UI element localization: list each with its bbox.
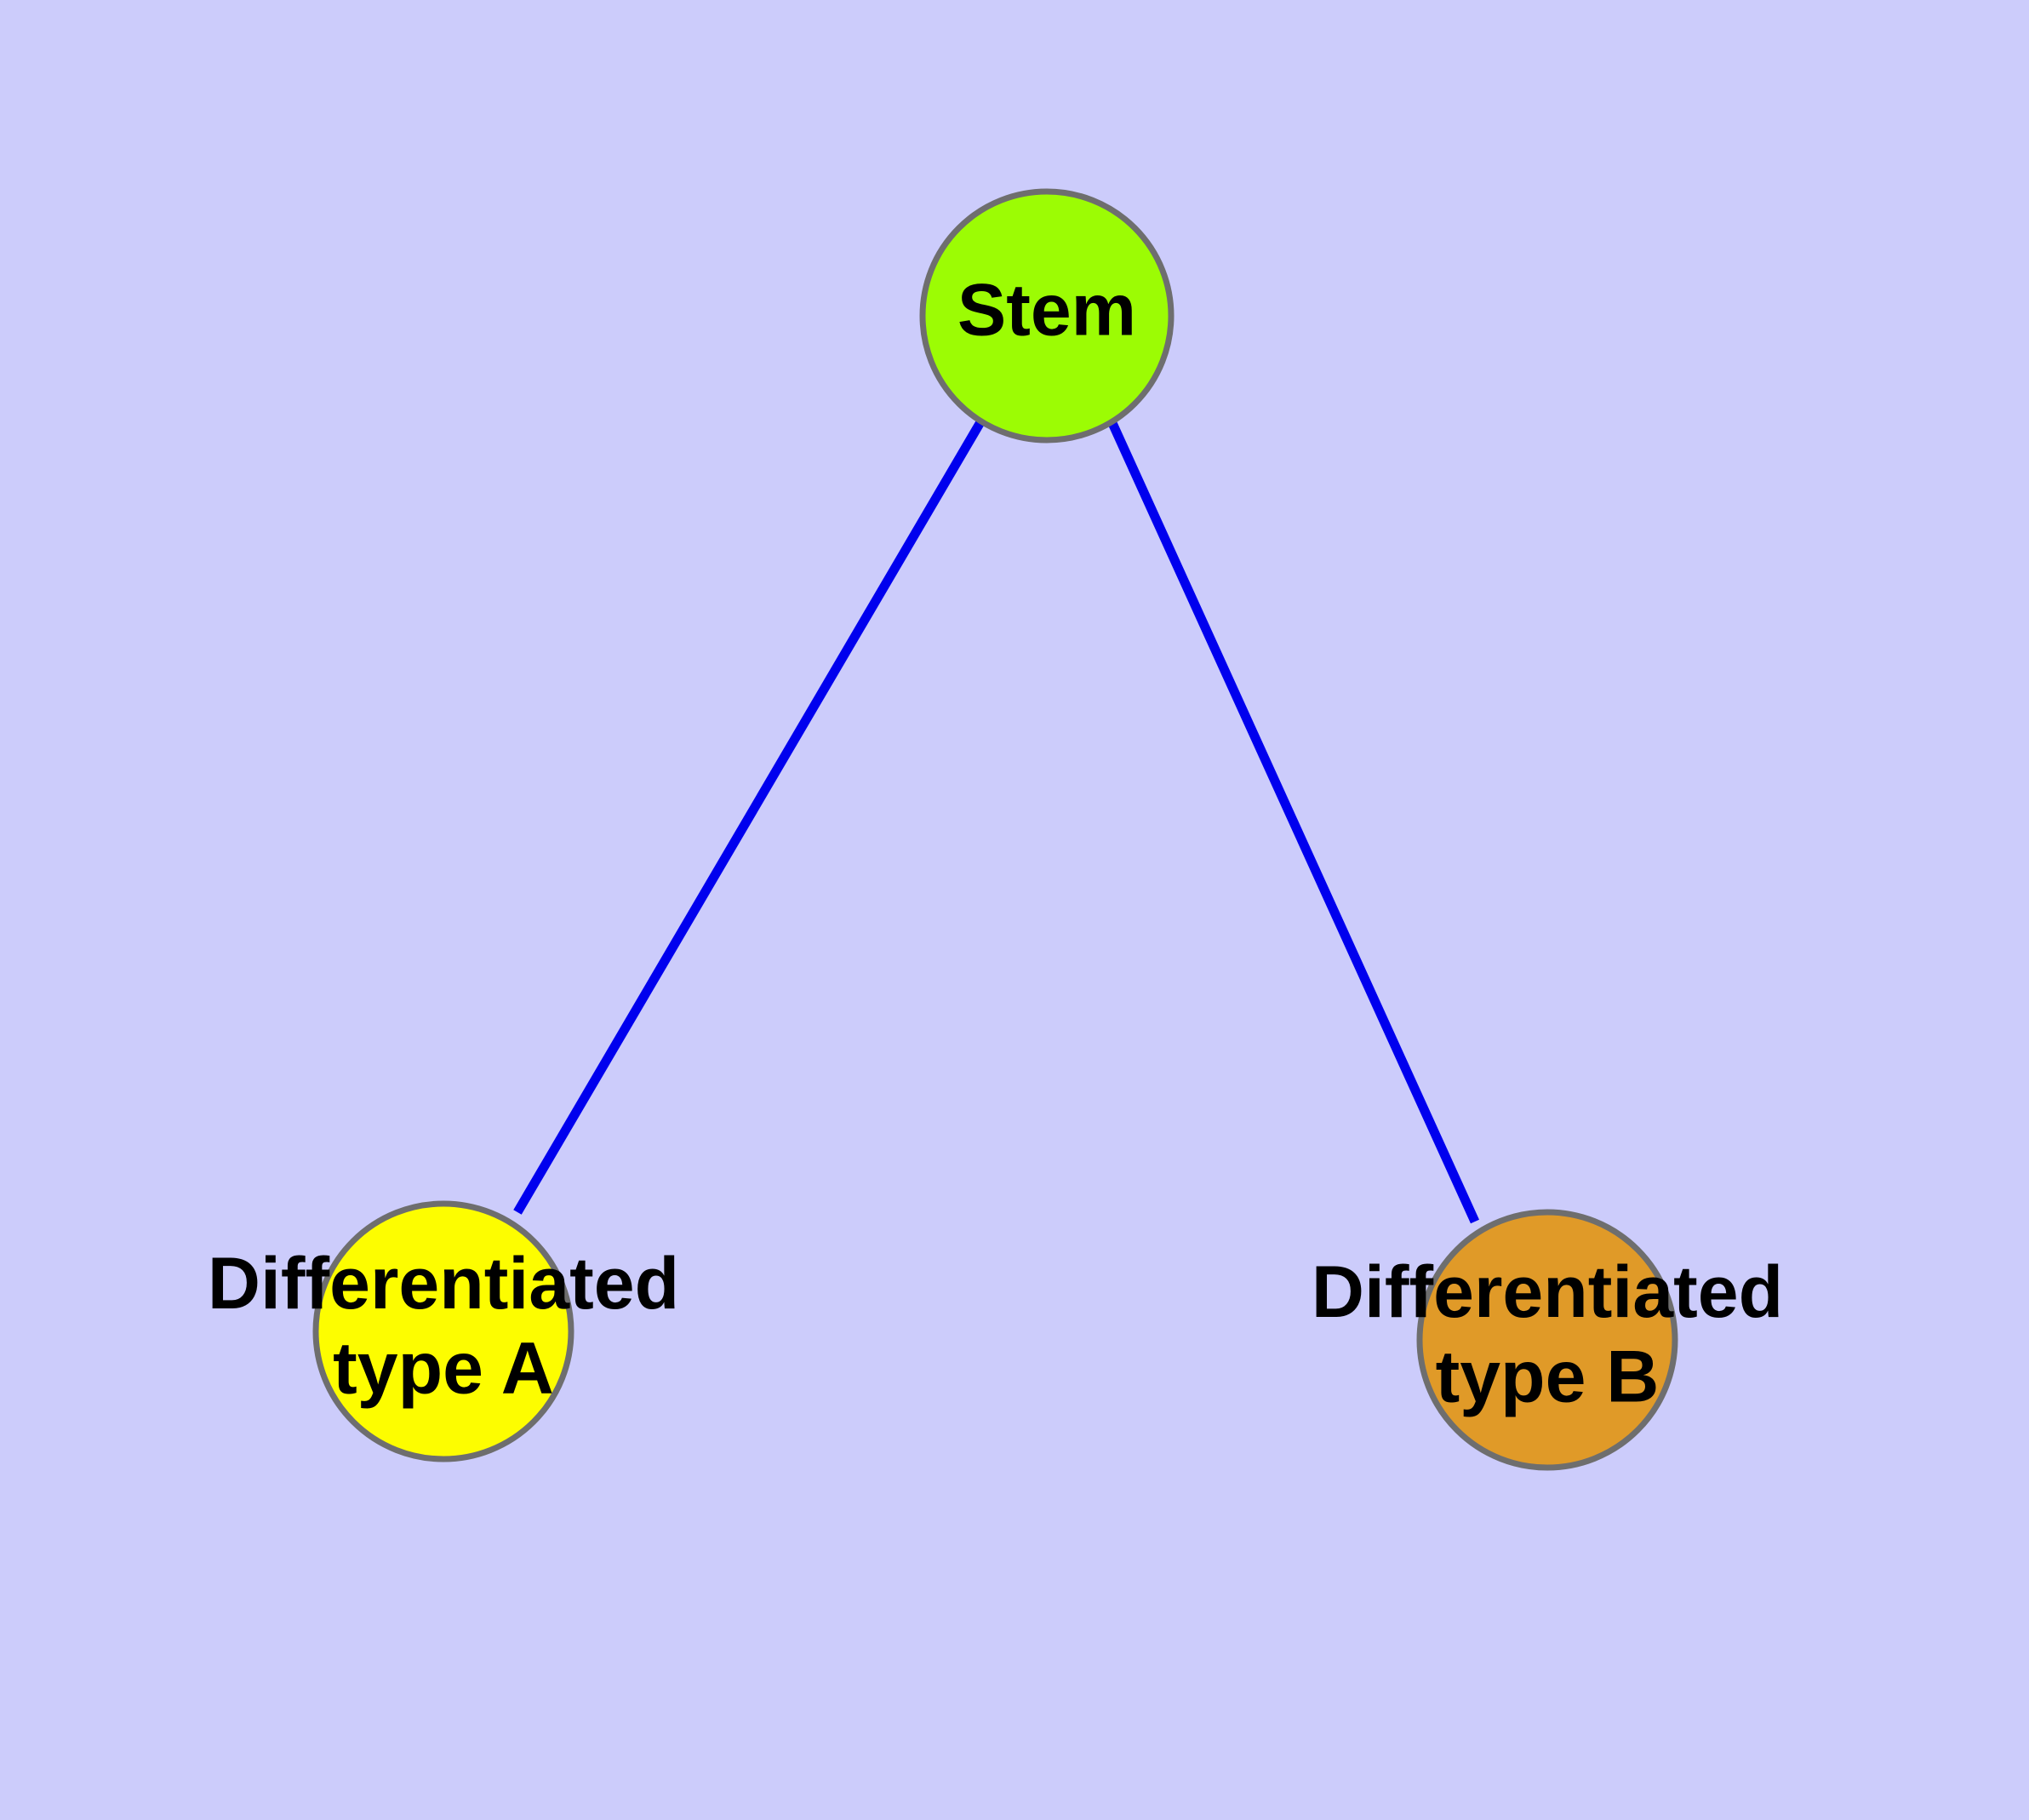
- differentiated-type-a-node-circle[interactable]: [312, 1200, 574, 1462]
- differentiated-type-a-label-line-2: type A: [333, 1328, 554, 1410]
- nodes-group: Stem Differentiated type A Differentiate…: [208, 188, 1783, 1471]
- node-stem[interactable]: Stem: [919, 188, 1175, 444]
- node-differentiated-type-a[interactable]: Differentiated type A: [208, 1200, 679, 1462]
- edge-stem-to-differentiated-type-a[interactable]: [513, 420, 985, 1215]
- edge-stem-to-differentiated-type-b[interactable]: [1107, 421, 1480, 1224]
- node-differentiated-type-b[interactable]: Differentiated type B: [1312, 1209, 1783, 1471]
- differentiated-type-b-label-line-2: type B: [1436, 1336, 1660, 1418]
- differentiated-type-a-label-line-1: Differentiated: [208, 1243, 679, 1325]
- stem-node-circle[interactable]: [919, 188, 1175, 444]
- stem-node-label: Stem: [957, 270, 1136, 352]
- edges-group: [513, 420, 1480, 1224]
- differentiated-type-b-label-line-1: Differentiated: [1312, 1251, 1783, 1333]
- differentiated-type-b-node-circle[interactable]: [1416, 1209, 1678, 1471]
